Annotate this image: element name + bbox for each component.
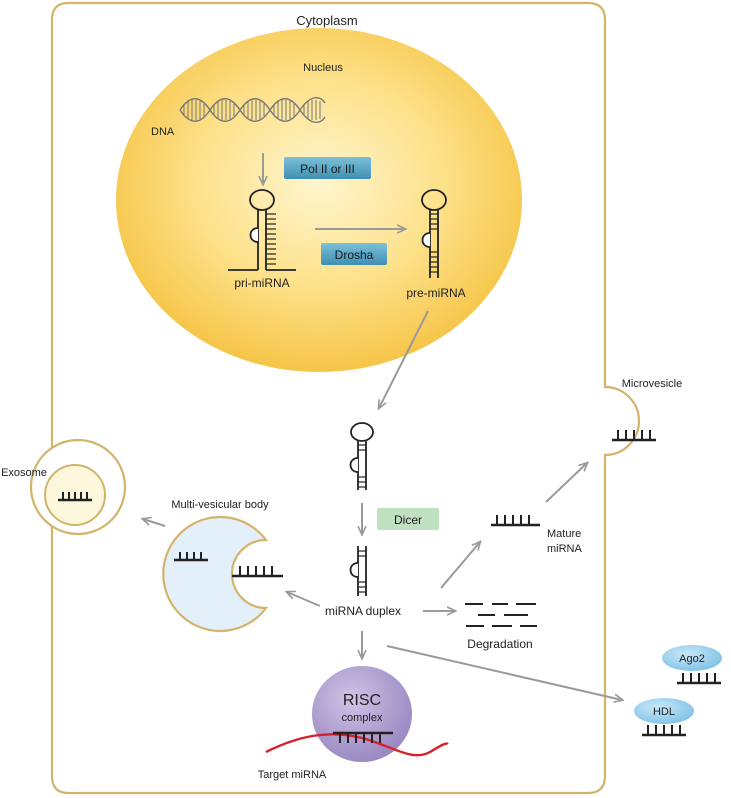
duplex-label: miRNA duplex [325, 604, 401, 618]
arrow-mvb-to-exosome [143, 519, 166, 527]
exosome-label: Exosome [1, 467, 47, 479]
dna-helix-icon [179, 97, 326, 123]
multi-vesicular-body [162, 515, 283, 633]
mature-line2-label: miRNA [547, 543, 582, 555]
cytoplasm-pre-mirna-hairpin [349, 422, 374, 490]
mvb-label: Multi-vesicular body [171, 499, 269, 511]
pol-label: Pol II or III [300, 162, 355, 176]
pri-mirna-label: pri-miRNA [234, 276, 289, 290]
dicer-tag [377, 508, 439, 530]
arrow-duplex-to-hdl [386, 645, 622, 700]
microvesicle-mirna [612, 430, 656, 442]
dna-label: DNA [151, 126, 175, 138]
microvesicle-label: Microvesicle [622, 378, 683, 390]
cytoplasm-label: Cytoplasm [296, 13, 357, 28]
hdl-particle [634, 698, 694, 724]
mirna-duplex-ladder [349, 546, 367, 596]
risc-bound-mirna [333, 731, 393, 743]
pre-mirna-hairpin [421, 189, 447, 278]
pri-mirna-hairpin [228, 189, 296, 271]
mature-mirna-icon [491, 515, 540, 527]
arrow-duplex-to-mature [440, 542, 480, 589]
mvb-entering-mirna [232, 566, 283, 578]
ago2-label: Ago2 [679, 653, 705, 665]
pol-tag [284, 157, 371, 179]
hdl-mirna [642, 725, 686, 737]
ago2-protein [662, 645, 722, 671]
arrow-mature-to-microvesicle [545, 463, 587, 503]
risc-line1-label: RISC [343, 692, 381, 709]
mvb-inner-mirna [174, 552, 208, 562]
nucleus-label: Nucleus [303, 62, 343, 74]
arrow-pre-to-cytoplasm [379, 310, 429, 408]
pre-mirna-label: pre-miRNA [406, 286, 465, 300]
target-mirna-strand [265, 733, 449, 757]
drosha-label: Drosha [335, 248, 374, 262]
mature-line1-label: Mature [547, 528, 581, 540]
arrows [143, 153, 622, 700]
risc-complex [312, 666, 412, 762]
drosha-tag [321, 243, 387, 265]
ago2-mirna [677, 673, 721, 685]
exosome-mirna [58, 492, 92, 502]
degradation-fragments [465, 603, 537, 627]
exosome [29, 438, 127, 536]
risc-line2-label: complex [342, 712, 383, 724]
degradation-label: Degradation [467, 637, 532, 651]
dicer-label: Dicer [394, 513, 422, 527]
arrow-duplex-to-mvb [287, 592, 321, 607]
target-mirna-label: Target miRNA [258, 769, 327, 781]
hdl-label: HDL [653, 706, 675, 718]
nucleus [116, 28, 522, 372]
